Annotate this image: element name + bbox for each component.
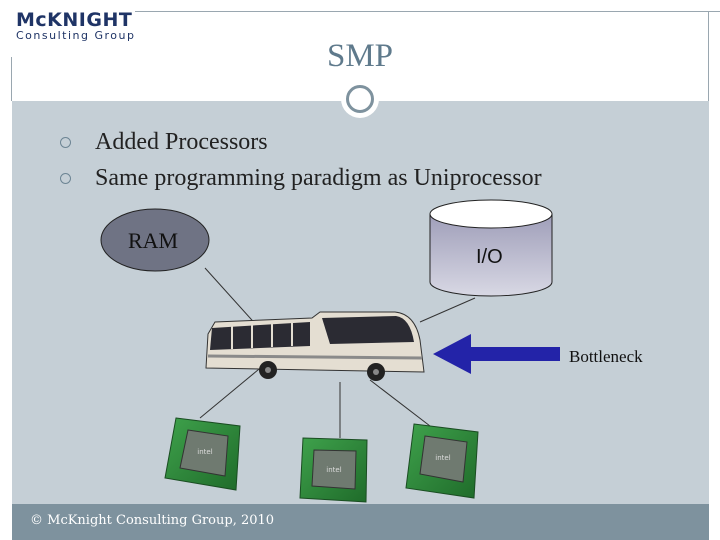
content-area (12, 101, 709, 504)
bottleneck-arrow (433, 334, 560, 374)
slide-title: SMP (326, 38, 394, 74)
bottleneck-label: Bottleneck (569, 347, 643, 366)
io-bus-line (419, 297, 476, 323)
io-label: I/O (476, 246, 503, 268)
logo-wordmark: McKNIGHT (16, 9, 133, 31)
bullet-item: Same programming paradigm as Uniprocesso… (60, 160, 542, 196)
bullet-text: Added Processors (95, 129, 268, 155)
bus-icon (205, 311, 425, 381)
svg-text:intel: intel (326, 466, 341, 474)
company-logo: McKNIGHT Consulting Group (16, 9, 136, 42)
processor-chip: intel (164, 417, 241, 491)
bullet-text: Same programming paradigm as Uniprocesso… (95, 165, 542, 191)
ring-inner (346, 85, 374, 113)
cpu3-bus-line (369, 379, 431, 427)
frame-line-top (135, 11, 720, 12)
footer-copyright: © McKnight Consulting Group, 2010 (30, 513, 275, 528)
title-ring-ornament (341, 80, 379, 118)
processor-chip: intel (299, 437, 368, 503)
ram-node (100, 208, 210, 272)
bullet-item: Added Processors (60, 124, 542, 160)
processor-chip: intel (405, 423, 479, 499)
cpu1-bus-line (199, 359, 271, 419)
frame-line-right (708, 11, 709, 101)
frame-line-left (11, 57, 12, 101)
bullet-circle-icon (60, 172, 71, 184)
svg-text:intel: intel (435, 454, 450, 462)
footer-bar: © McKnight Consulting Group, 2010 (12, 504, 709, 540)
io-cylinder (429, 199, 553, 297)
svg-text:intel: intel (197, 448, 212, 456)
logo-subtitle: Consulting Group (16, 29, 136, 42)
ram-label: RAM (128, 228, 179, 253)
bullet-list: Added Processors Same programming paradi… (60, 124, 542, 196)
bullet-circle-icon (60, 136, 71, 148)
